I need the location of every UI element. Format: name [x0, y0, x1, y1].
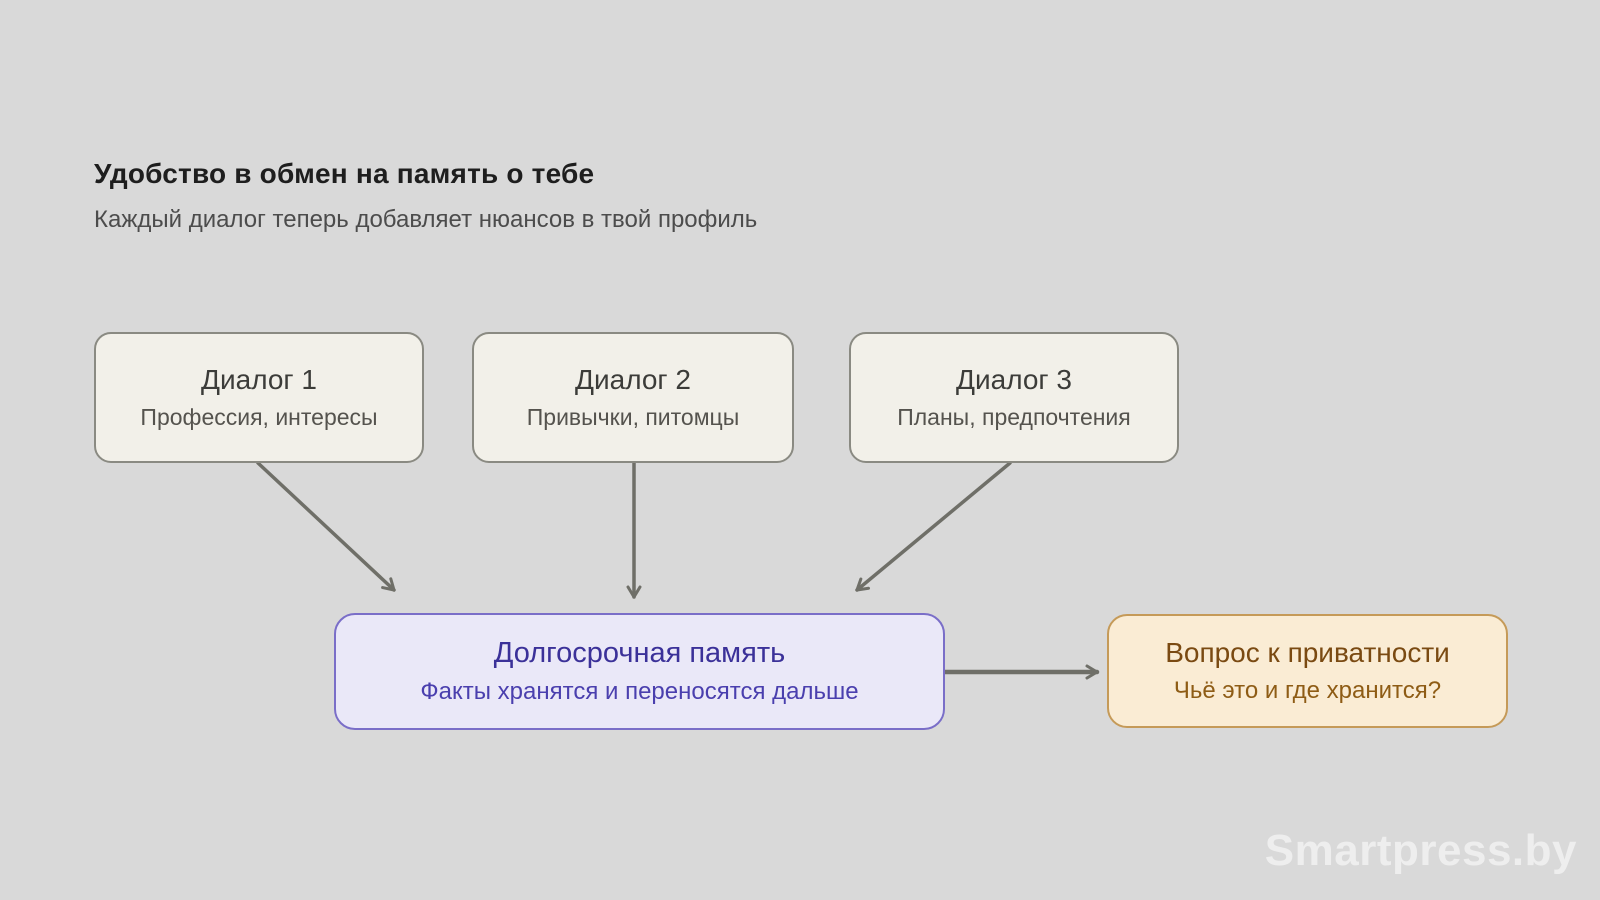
arrow-dialog1-to-memory — [256, 461, 396, 592]
privacy-question-title: Вопрос к приватности — [1165, 636, 1450, 668]
page-title: Удобство в обмен на память о тебе — [94, 158, 595, 189]
dialog-1-box: Диалог 1 Профессия, интересы — [94, 332, 424, 463]
dialog-2-subtitle: Привычки, питомцы — [526, 403, 740, 430]
privacy-question-subtitle: Чьё это и где хранится? — [1173, 676, 1442, 704]
long-term-memory-box: Долгосрочная память Факты хранятся и пер… — [334, 613, 945, 730]
arrow-dialog3-to-memory — [855, 461, 1012, 592]
dialog-2-box: Диалог 2 Привычки, питомцы — [472, 332, 794, 463]
dialog-1-title: Диалог 1 — [201, 363, 317, 395]
long-term-memory-title: Долгосрочная память — [493, 636, 786, 669]
dialog-3-box: Диалог 3 Планы, предпочтения — [849, 332, 1179, 463]
privacy-question-box: Вопрос к приватности Чьё это и где храни… — [1107, 614, 1508, 728]
dialog-2-title: Диалог 2 — [575, 363, 691, 395]
dialog-3-subtitle: Планы, предпочтения — [897, 403, 1131, 430]
page-subtitle: Каждый диалог теперь добавляет нюансов в… — [94, 206, 758, 233]
long-term-memory-subtitle: Факты хранятся и переносятся дальше — [420, 677, 859, 705]
dialog-1-subtitle: Профессия, интересы — [140, 403, 378, 430]
dialog-3-title: Диалог 3 — [956, 363, 1072, 395]
watermark: Smartpress.by — [1264, 826, 1577, 875]
page-header: Удобство в обмен на память о тебе Каждый… — [94, 158, 757, 234]
